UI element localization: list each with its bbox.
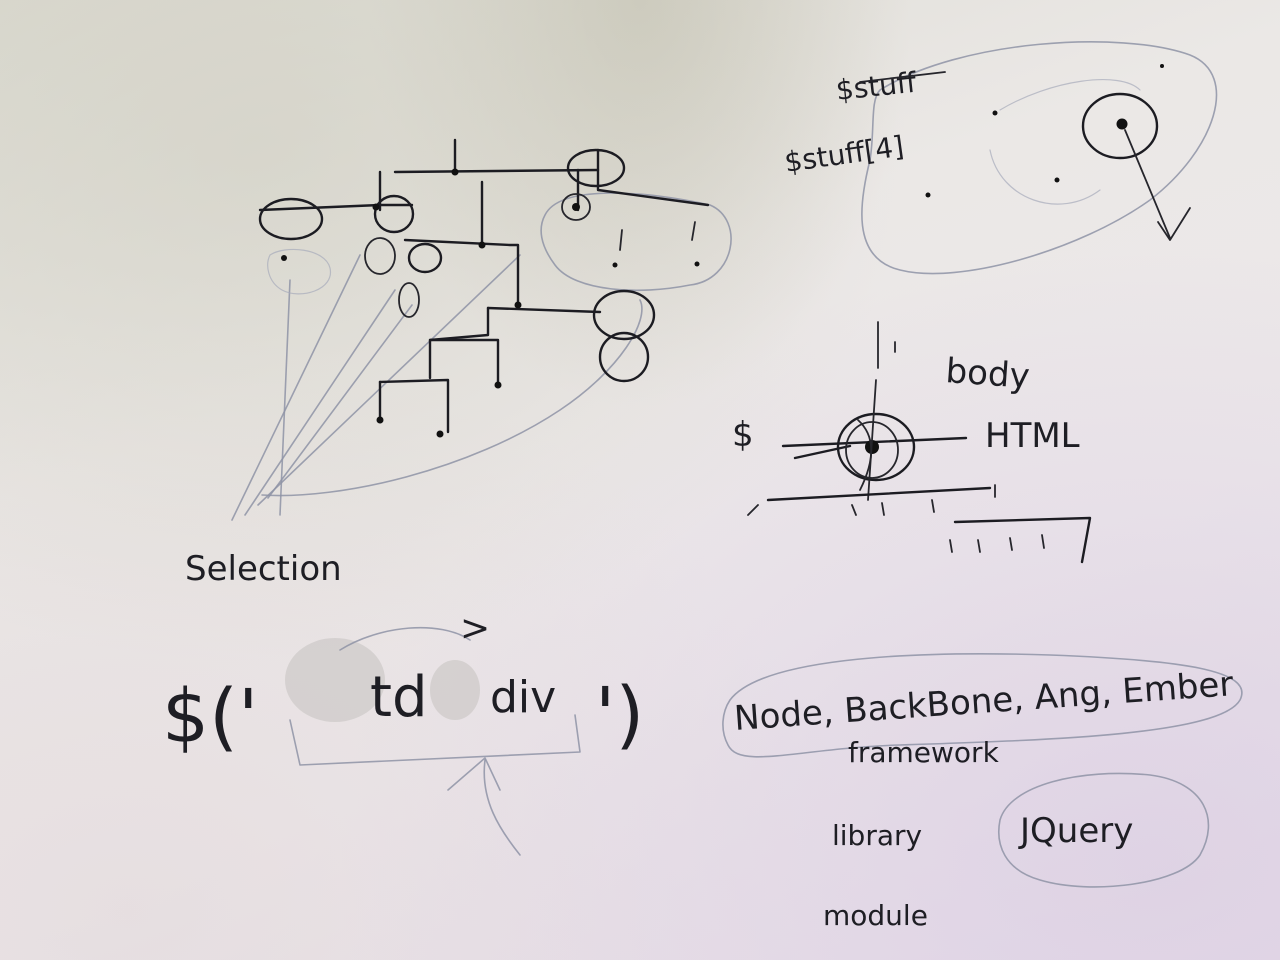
collection-diagram: $stuff $stuff[4]: [782, 41, 1218, 275]
stuff-label: $stuff: [834, 66, 918, 107]
collection-ellipse: [861, 41, 1218, 275]
selector-td: td: [370, 665, 428, 730]
framework-label: framework: [848, 736, 1000, 769]
selector-close: '): [595, 672, 644, 758]
selection-label: Selection: [185, 549, 342, 589]
tree-envelope-right: [540, 192, 732, 292]
tree-envelope: [261, 299, 643, 497]
jquery-label: JQuery: [1018, 811, 1133, 851]
dom-tree-diagram: [231, 138, 732, 521]
library-label: library: [832, 819, 922, 852]
jquery-ellipse: [998, 772, 1210, 888]
dollar-label: $: [732, 415, 754, 455]
selector-div: div: [490, 672, 556, 723]
selection-section: Selection $(' td > div '): [162, 549, 644, 856]
dollar-html-diagram: $ body HTML: [732, 321, 1092, 564]
body-label: body: [944, 351, 1031, 397]
selection-cone-line: [267, 304, 413, 499]
selector-bracket: [289, 714, 581, 766]
frameworks-ellipse: [722, 653, 1243, 758]
selector-gt: >: [460, 608, 490, 649]
stuff-index-label: $stuff[4]: [782, 130, 906, 179]
frameworks-label: Node, BackBone, Ang, Ember: [733, 664, 1235, 739]
html-label: HTML: [985, 416, 1080, 456]
selection-cone-line: [244, 289, 396, 516]
terms-section: Node, BackBone, Ang, Ember framework lib…: [722, 653, 1243, 932]
selector-open: $(': [162, 674, 258, 760]
selection-cone-line: [231, 254, 361, 521]
selection-cone-line: [257, 254, 521, 506]
selection-cone-line: [279, 279, 291, 516]
module-label: module: [823, 899, 928, 932]
